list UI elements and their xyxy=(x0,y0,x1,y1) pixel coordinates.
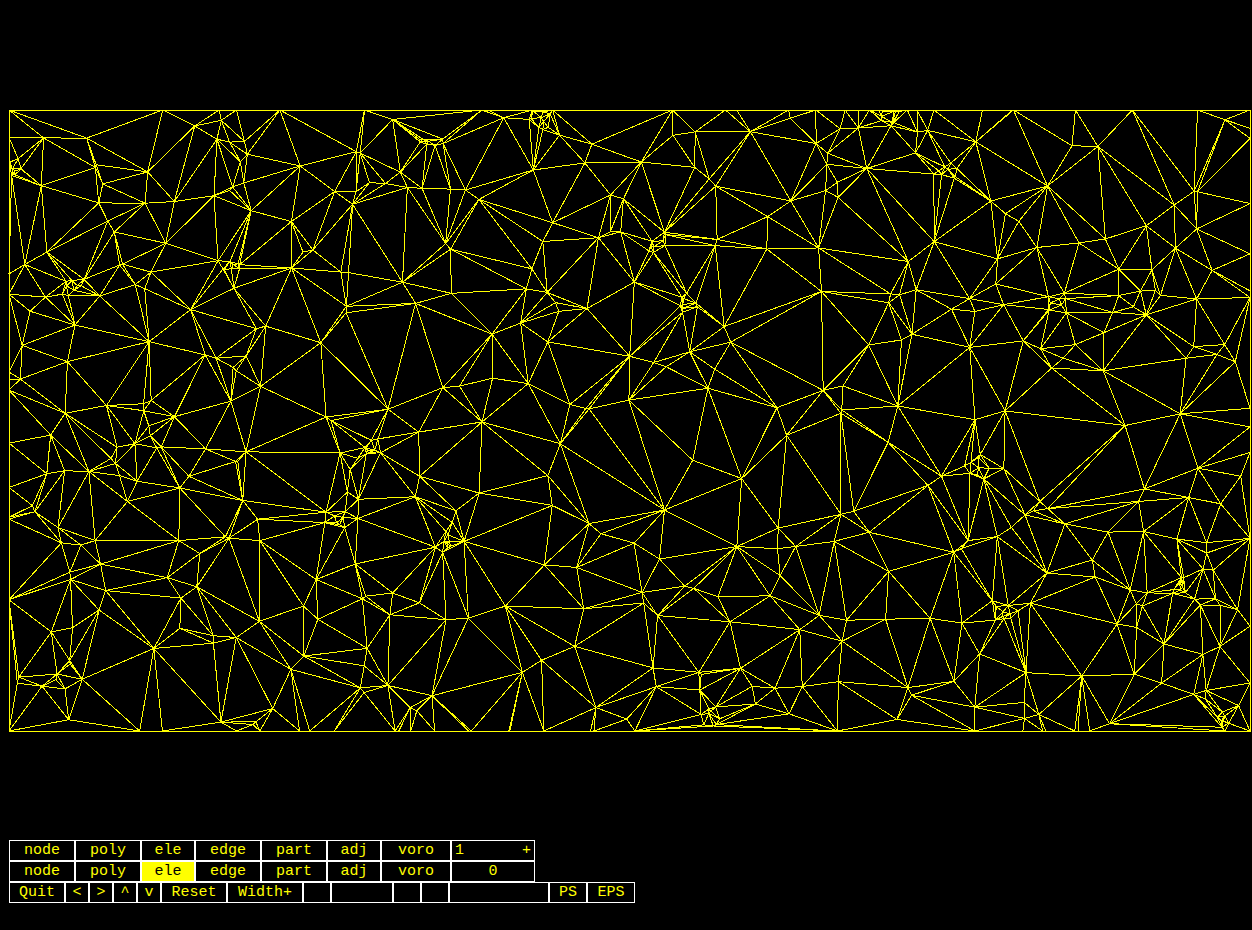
button-label: ^ xyxy=(120,883,129,902)
toolbar-button: EPS xyxy=(587,882,635,903)
button-label: Reset xyxy=(171,883,216,902)
toolbar-button: ele xyxy=(141,861,195,882)
button-label: < xyxy=(72,883,81,902)
button-label: edge xyxy=(210,841,246,860)
button-label: + xyxy=(522,841,531,860)
button-label: adj xyxy=(340,862,367,881)
button-label: part xyxy=(276,862,312,881)
button-label: poly xyxy=(90,841,126,860)
mesh-border xyxy=(9,110,1250,731)
toolbar-button: node xyxy=(9,840,75,861)
toolbar-button: ^ xyxy=(113,882,137,903)
button-label: ele xyxy=(154,841,181,860)
button-label: Quit xyxy=(19,883,55,902)
button-label: part xyxy=(276,841,312,860)
toolbar-button: 0 xyxy=(451,861,535,882)
toolbar-button: > xyxy=(89,882,113,903)
button-label: EPS xyxy=(597,883,624,902)
toolbar-button: part xyxy=(261,840,327,861)
toolbar-button: poly xyxy=(75,861,141,882)
button-label: node xyxy=(24,862,60,881)
toolbar-button: Quit xyxy=(9,882,65,903)
button-label: ele xyxy=(154,862,181,881)
toolbar-button: voro xyxy=(381,840,451,861)
toolbar-button: node xyxy=(9,861,75,882)
toolbar-button: edge xyxy=(195,861,261,882)
toolbar-button: voro xyxy=(381,861,451,882)
button-label: Width+ xyxy=(238,883,292,902)
toolbar-button: adj xyxy=(327,840,381,861)
toolbar-button: edge xyxy=(195,840,261,861)
empty-button xyxy=(394,883,421,903)
toolbar-button: adj xyxy=(327,861,381,882)
empty-button xyxy=(304,883,331,903)
toolbar-button: < xyxy=(65,882,89,903)
empty-button xyxy=(332,883,393,903)
toolbar-button: ele xyxy=(141,840,195,861)
button-label: 0 xyxy=(488,862,497,881)
button-label: poly xyxy=(90,862,126,881)
button-label: node xyxy=(24,841,60,860)
button-label: PS xyxy=(559,883,577,902)
toolbar-button: part xyxy=(261,861,327,882)
toolbar-button: v xyxy=(137,882,161,903)
button-label: voro xyxy=(398,841,434,860)
toolbar-button: PS xyxy=(549,882,587,903)
toolbar-button: Width+ xyxy=(227,882,303,903)
button-label: v xyxy=(144,883,153,902)
button-label: edge xyxy=(210,862,246,881)
button-label: voro xyxy=(398,862,434,881)
toolbar-button: poly xyxy=(75,840,141,861)
button-label: adj xyxy=(340,841,367,860)
toolbar-button: Reset xyxy=(161,882,227,903)
button-label: 1 xyxy=(455,841,464,860)
triangle-mesh xyxy=(9,110,1250,731)
button-label: > xyxy=(96,883,105,902)
empty-button xyxy=(450,883,549,903)
toolbar-button: 1+ xyxy=(451,840,535,861)
empty-button xyxy=(422,883,449,903)
